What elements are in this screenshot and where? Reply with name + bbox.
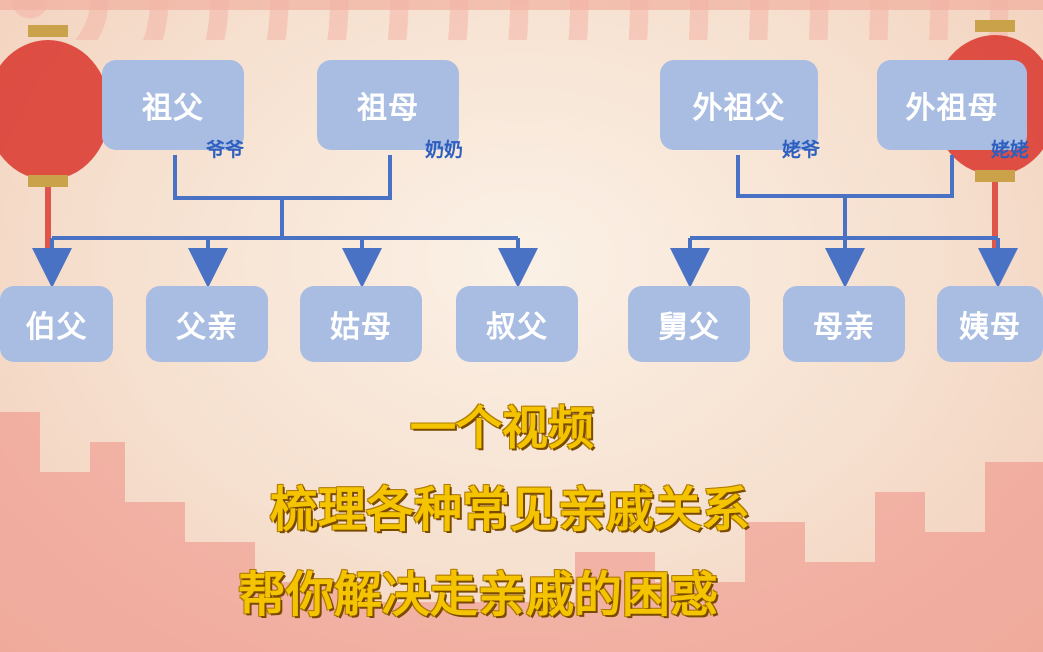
paternal-child-node: 姑母 (300, 286, 422, 362)
paternal-grandmother-nickname: 奶奶 (425, 139, 464, 161)
maternal-child-node: 母亲 (783, 286, 905, 362)
headline-line-2: 梳理各种常见亲戚关系 (270, 482, 751, 538)
maternal-grandmother-nickname: 姥姥 (991, 139, 1030, 161)
headline-line-3: 帮你解决走亲戚的困惑 (238, 567, 719, 623)
maternal-child-node: 舅父 (628, 286, 750, 362)
city-skyline-decoration (0, 412, 1043, 652)
paternal-child-node: 父亲 (146, 286, 268, 362)
paternal-grandfather-node: 祖父 (102, 60, 244, 150)
paternal-child-node: 伯父 (0, 286, 113, 362)
paternal-child-node: 叔父 (456, 286, 578, 362)
maternal-child-node: 姨母 (937, 286, 1043, 362)
maternal-grandmother-node: 外祖母 (877, 60, 1027, 150)
paternal-grandfather-nickname: 爷爷 (206, 139, 245, 161)
left-lantern-decoration (0, 25, 110, 260)
headline-line-1: 一个视频 (410, 401, 594, 455)
maternal-grandfather-nickname: 姥爷 (782, 139, 821, 161)
paternal-grandmother-node: 祖母 (317, 60, 459, 150)
maternal-grandfather-node: 外祖父 (660, 60, 818, 150)
top-lace-border (0, 0, 1043, 40)
